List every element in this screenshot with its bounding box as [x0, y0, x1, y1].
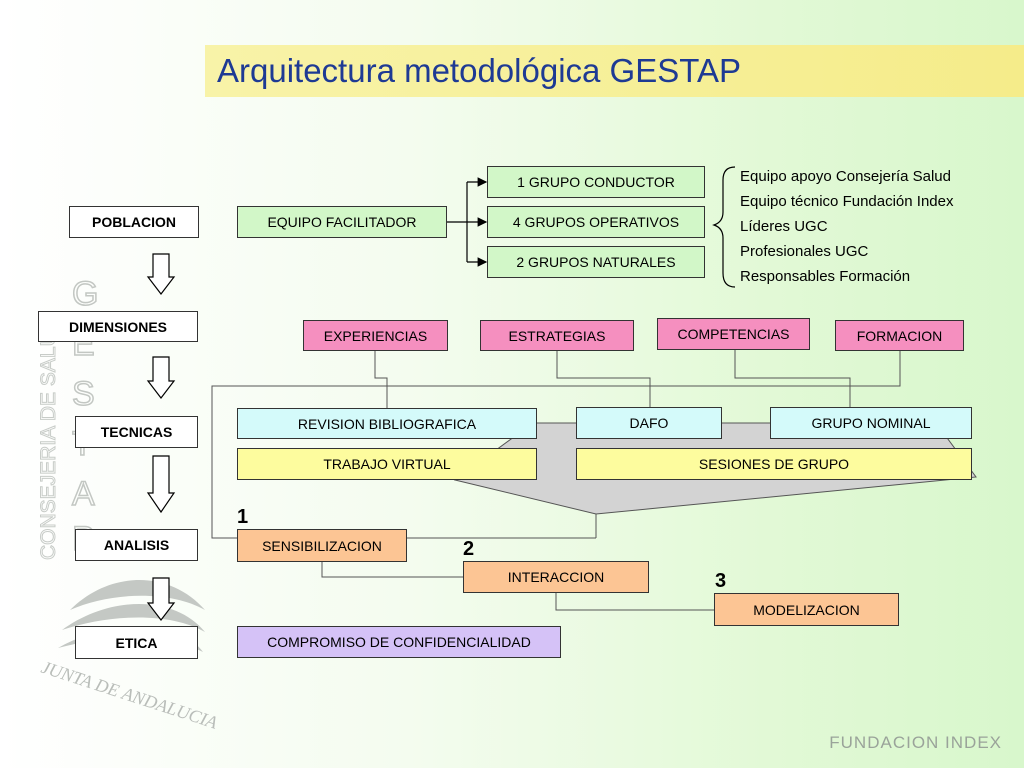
interaccion-box: INTERACCION — [463, 561, 649, 593]
grupo-nominal-box: GRUPO NOMINAL — [770, 407, 972, 439]
group-members-brace — [712, 166, 736, 288]
down-arrow-icon — [146, 455, 176, 514]
grupos-naturales-box: 2 GRUPOS NATURALES — [487, 246, 705, 278]
analisis-label: ANALISIS — [75, 529, 198, 561]
footer-brand: FUNDACION INDEX — [829, 733, 1002, 752]
formacion-box: FORMACION — [835, 320, 964, 351]
tecnicas-label: TECNICAS — [75, 416, 198, 448]
poblacion-label: POBLACION — [69, 206, 199, 238]
dimension-connectors — [211, 350, 901, 539]
trabajo-virtual-box: TRABAJO VIRTUAL — [237, 448, 537, 480]
sensibilizacion-box: SENSIBILIZACION — [237, 529, 407, 562]
list-item: Profesionales UGC — [740, 243, 869, 260]
equipo-facilitador-box: EQUIPO FACILITADOR — [237, 206, 447, 238]
svg-text:A: A — [72, 475, 95, 513]
watermark-vertical-text: CONSEJERIA DE SALUD — [37, 316, 60, 560]
step-number: 2 — [463, 538, 475, 560]
competencias-box: COMPETENCIAS — [657, 318, 810, 350]
step-number: 3 — [715, 570, 727, 592]
dafo-box: DAFO — [576, 407, 722, 439]
down-arrow-icon — [146, 253, 176, 295]
modelizacion-box: MODELIZACION — [714, 593, 899, 626]
dimensiones-label: DIMENSIONES — [38, 311, 198, 342]
list-item: Responsables Formación — [740, 268, 911, 285]
svg-text:S: S — [72, 375, 95, 413]
grupo-conductor-box: 1 GRUPO CONDUCTOR — [487, 166, 705, 198]
etica-label: ETICA — [75, 626, 198, 659]
left-column-arrows — [146, 253, 176, 621]
down-arrow-icon — [146, 356, 176, 399]
list-item: Equipo apoyo Consejería Salud — [740, 168, 951, 185]
facilitator-connectors — [447, 177, 488, 267]
list-item: Equipo técnico Fundación Index — [740, 193, 954, 210]
compromiso-confidencialidad-box: COMPROMISO DE CONFIDENCIALIDAD — [237, 626, 561, 658]
list-item: Líderes UGC — [740, 218, 828, 235]
grupos-operativos-box: 4 GRUPOS OPERATIVOS — [487, 206, 705, 238]
revision-bibliografica-box: REVISION BIBLIOGRAFICA — [237, 408, 537, 439]
title-bar: Arquitectura metodológica GESTAP — [205, 45, 1024, 97]
analysis-connectors — [321, 562, 714, 611]
down-arrow-icon — [146, 577, 176, 621]
step-number: 1 — [237, 506, 249, 528]
estrategias-box: ESTRATEGIAS — [480, 320, 634, 351]
sesiones-de-grupo-box: SESIONES DE GRUPO — [576, 448, 972, 480]
svg-text:G: G — [72, 275, 98, 313]
page-title: Arquitectura metodológica GESTAP — [217, 52, 741, 89]
group-members-list: Equipo apoyo Consejería Salud Equipo téc… — [740, 164, 953, 289]
experiencias-box: EXPERIENCIAS — [303, 320, 448, 351]
